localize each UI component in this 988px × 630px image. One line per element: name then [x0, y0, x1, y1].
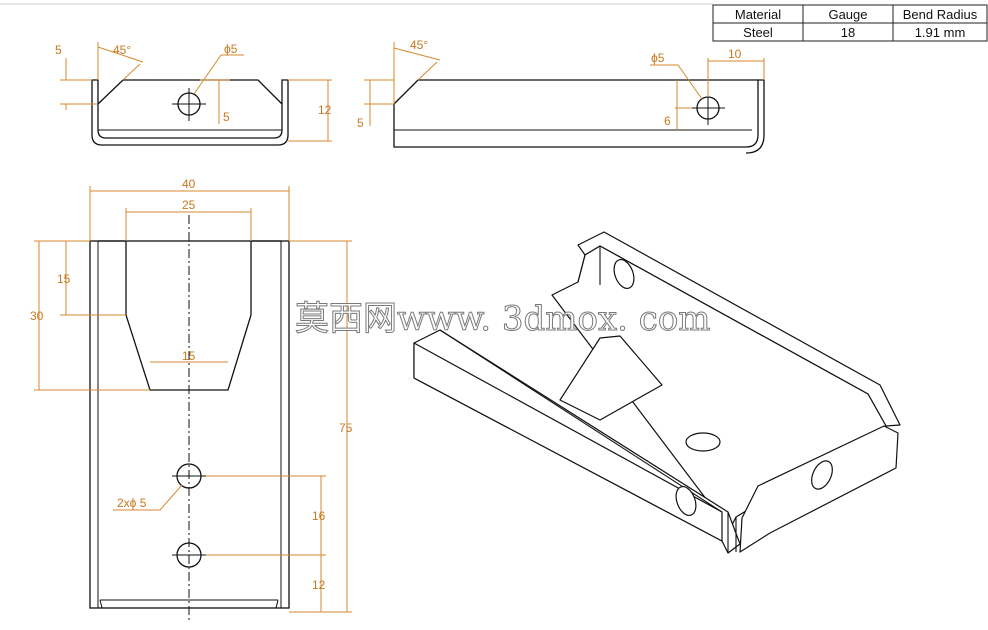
front-dim-5-left: 5 [55, 43, 62, 57]
iso-front-left-face [413, 342, 723, 542]
spec-value-gauge: 18 [841, 25, 855, 40]
spec-header-bend-radius: Bend Radius [903, 7, 978, 22]
spec-value-material: Steel [743, 25, 773, 40]
spec-table: Material Gauge Bend Radius Steel 18 1.91… [712, 4, 988, 42]
front-dim-12: 12 [318, 103, 332, 117]
top-view-bottom-flange [99, 599, 279, 609]
top-dim-75: 75 [339, 421, 353, 435]
spec-value-bend-radius: 1.91 mm [915, 25, 966, 40]
iso-hole-front [675, 485, 697, 517]
spec-header-gauge: Gauge [828, 7, 867, 22]
top-dim-16: 16 [312, 509, 326, 523]
side-dim-angle: 45° [410, 38, 428, 52]
iso-hole-back [613, 258, 635, 290]
top-dim-12: 12 [312, 578, 326, 592]
top-dim-15-width: 15 [182, 349, 196, 363]
watermark-text: 莫西网www. 3dmox. com [295, 299, 711, 339]
front-dim-5-hole: 5 [223, 110, 230, 124]
front-dim-hole: ϕ5 [224, 42, 238, 56]
spec-header-material: Material [735, 7, 781, 22]
angle-dim-leader [97, 46, 144, 63]
top-dim-15-height: 15 [57, 272, 71, 286]
top-dim-25: 25 [182, 198, 196, 212]
front-view-outline [91, 79, 289, 146]
front-dim-angle: 45° [113, 43, 131, 57]
isometric-view [413, 231, 901, 554]
hole-leader [193, 54, 222, 95]
iso-hole-base [685, 432, 721, 452]
side-dim-6: 6 [664, 114, 671, 128]
angle-dim-leader [122, 63, 141, 81]
side-view: 45° 5 ϕ5 10 6 [357, 38, 765, 154]
top-dim-holes: 2xϕ 5 [117, 496, 147, 510]
iso-base-plate [551, 245, 887, 526]
iso-cutout [559, 335, 663, 421]
iso-edge [439, 329, 723, 513]
angle-dim-leader [417, 61, 438, 81]
iso-hole-right [811, 460, 833, 490]
front-view-chamfer-edges [97, 79, 283, 105]
front-view: 5 45° ϕ5 5 12 [55, 42, 332, 146]
top-view: 40 25 15 30 15 75 2xϕ 5 16 12 [30, 177, 353, 622]
top-dim-30: 30 [30, 309, 44, 323]
top-dim-40: 40 [182, 177, 196, 191]
hole-leader [677, 64, 703, 100]
iso-edge [577, 254, 586, 283]
side-view-bend [745, 79, 765, 154]
side-dim-10: 10 [728, 47, 742, 61]
hole-leader [159, 484, 183, 511]
spec-table-value-cell [892, 22, 988, 42]
angle-dim-leader [393, 47, 441, 61]
side-dim-5: 5 [357, 116, 364, 130]
side-view-outline [393, 79, 759, 148]
side-dim-hole: ϕ5 [651, 51, 665, 65]
